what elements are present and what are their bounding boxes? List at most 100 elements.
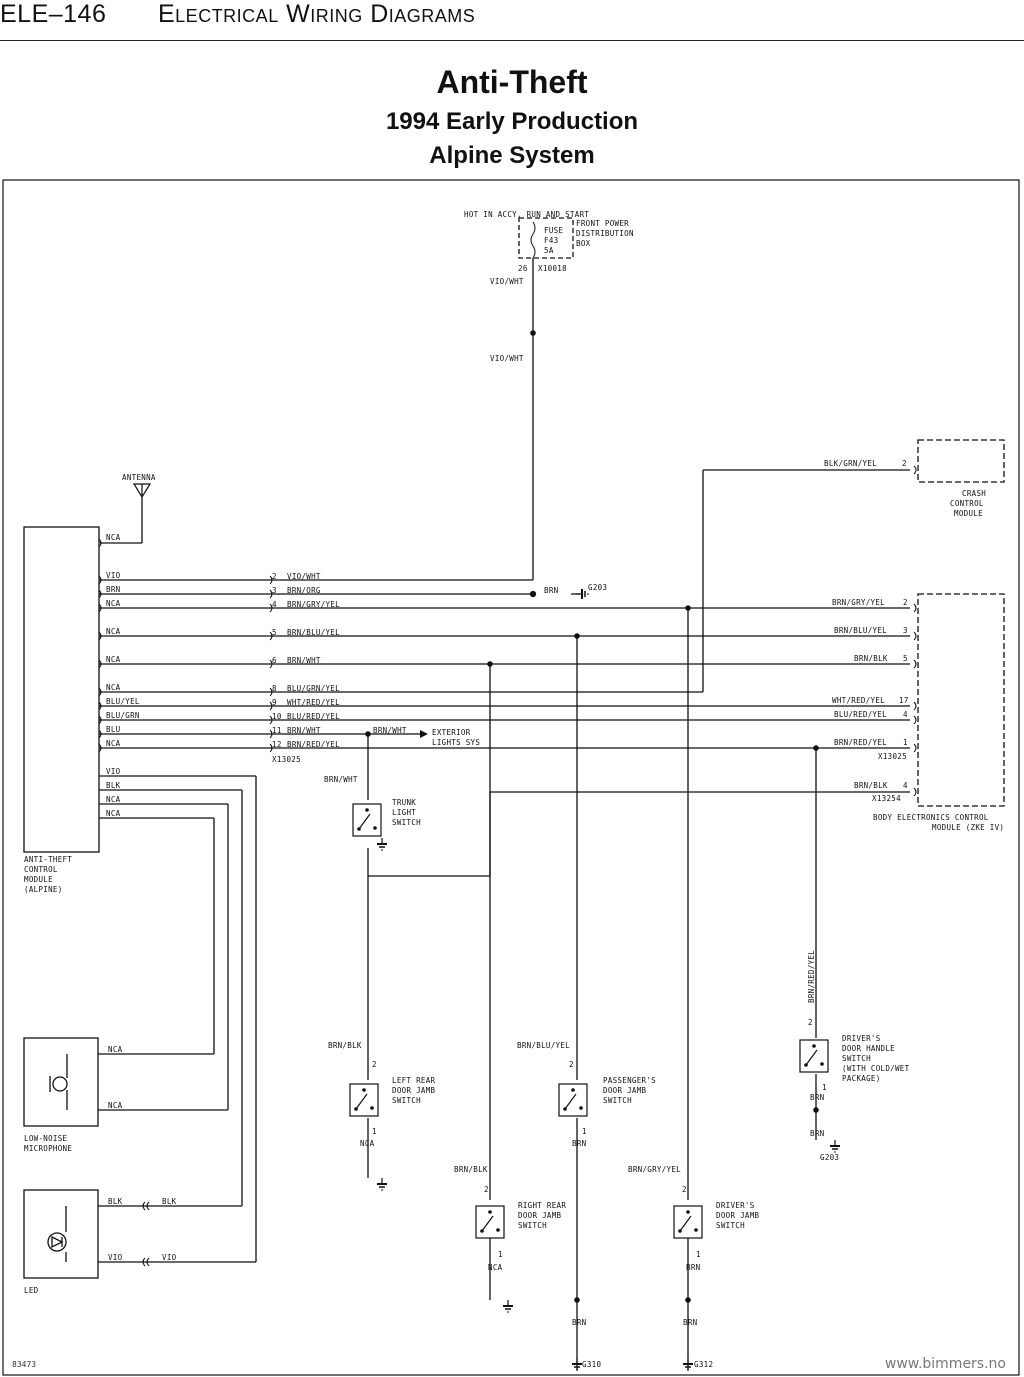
driver-handle-switch-label: SWITCH (842, 1054, 871, 1063)
pin-number: 1 (696, 1250, 701, 1259)
driver-handle-switch-label: DRIVER'S (842, 1034, 881, 1043)
microphone-label: MICROPHONE (24, 1144, 72, 1153)
wire-label: BRN/BLU/YEL (517, 1041, 570, 1050)
pin-number: 2 (808, 1018, 813, 1027)
pin-number: 2 (682, 1185, 687, 1194)
crash-module-box (917, 439, 1005, 483)
left-rear-switch-label: SWITCH (392, 1096, 421, 1105)
ground-label: G312 (694, 1360, 713, 1369)
exterior-lights-label: EXTERIOR (432, 728, 471, 737)
fuse-box-label: DISTRIBUTION (576, 229, 634, 238)
pin-number: 2 (903, 598, 908, 607)
wire-label: BLK (162, 1197, 177, 1206)
wire-label: BRN/WHT (373, 726, 407, 735)
anti-theft-module-label: ANTI-THEFT (24, 855, 72, 864)
driver-jamb-switch-label: SWITCH (716, 1221, 745, 1230)
wire-label: BRN (683, 1318, 697, 1327)
wire-label: NCA (106, 739, 121, 748)
wire-label: VIO/WHT (490, 354, 524, 363)
wire-label: BRN/BLK (854, 654, 888, 663)
driver-handle-switch-label: DOOR HANDLE (842, 1044, 895, 1053)
wire-label: BRN/BLU/YEL (834, 626, 887, 635)
right-rear-switch-label: RIGHT REAR (518, 1201, 566, 1210)
fuse-connector: X10018 (538, 264, 567, 273)
pin-number: 1 (903, 738, 908, 747)
wire-label: VIO/WHT (490, 277, 524, 286)
wire-label: VIO/WHT (287, 572, 321, 581)
wire-label: BRN (686, 1263, 700, 1272)
diagram-system: Alpine System (429, 142, 595, 169)
right-rear-switch-icon (475, 1205, 505, 1239)
wire-label: BLU/GRN (106, 711, 140, 720)
trunk-switch-label: TRUNK (392, 798, 416, 807)
zke-module-box (917, 593, 1005, 807)
wire-label: BRN (544, 586, 558, 595)
fuse-amp: 5A (544, 246, 554, 255)
wire-label: BRN/BLK (854, 781, 888, 790)
pin-number: 17 (899, 696, 909, 705)
driver-handle-switch-icon (799, 1039, 829, 1073)
pin-number: 2 (372, 1060, 377, 1069)
anti-theft-module-label: MODULE (24, 875, 53, 884)
wire-label: BRN/GRY/YEL (287, 600, 340, 609)
pin-number: 2 (902, 459, 907, 468)
diagram-title: Anti-Theft (436, 64, 588, 100)
passenger-switch-label: DOOR JAMB (603, 1086, 647, 1095)
wire-label: BLU/RED/YEL (287, 712, 340, 721)
wire-label: BRN/RED/YEL (834, 738, 887, 747)
section-code: ELE–146 (0, 0, 107, 28)
wire-label: NCA (106, 795, 121, 804)
wire-label: BRN (106, 585, 120, 594)
connector-label: X13025 (272, 755, 301, 764)
diagram-frame (2, 179, 1020, 1376)
pin-number: 1 (822, 1083, 827, 1092)
wire-label: BLU/RED/YEL (834, 710, 887, 719)
ground-icon (575, 588, 589, 600)
zke-module-label: MODULE (ZKE IV) (932, 823, 1004, 832)
fuse-box-outline (518, 217, 574, 259)
wire-label: NCA (488, 1263, 503, 1272)
wire-label: NCA (106, 683, 121, 692)
connector-label: X13254 (872, 794, 901, 803)
pin-number: 12 (272, 740, 282, 749)
pin-number: 2 (484, 1185, 489, 1194)
pin-number: 9 (272, 698, 277, 707)
wire-label: BRN/RED/YEL (287, 740, 340, 749)
wire-label: BRN (572, 1318, 586, 1327)
right-rear-switch-label: SWITCH (518, 1221, 547, 1230)
pin-number: 4 (272, 600, 277, 609)
pin-number: 5 (272, 628, 277, 637)
led-box (23, 1189, 99, 1279)
wire-label: BRN/WHT (287, 656, 321, 665)
wire-label: BRN/WHT (324, 775, 358, 784)
wire-label: BRN/GRY/YEL (628, 1165, 681, 1174)
wire-label: BLU/GRN/YEL (287, 684, 340, 693)
wire-label: WHT/RED/YEL (832, 696, 885, 705)
antenna-label: ANTENNA (122, 473, 156, 482)
crash-module-label: CRASH (962, 489, 986, 498)
pin-number: 1 (372, 1127, 377, 1136)
left-rear-switch-label: DOOR JAMB (392, 1086, 436, 1095)
wire-label: VIO (108, 1253, 123, 1262)
pin-number: 4 (903, 710, 908, 719)
wire-label: BRN (810, 1129, 824, 1138)
wire-label: BLU (106, 725, 120, 734)
ground-icon (376, 1177, 388, 1191)
diagram-subtitle: 1994 Early Production (385, 108, 639, 135)
trunk-switch-label: LIGHT (392, 808, 416, 817)
pin-number: 10 (272, 712, 282, 721)
wire-label: NCA (108, 1045, 123, 1054)
page-header: ELE–146 Electrical Wiring Diagrams (0, 0, 1024, 44)
wire-label: BRN/BLK (454, 1165, 488, 1174)
trunk-switch-icon (352, 803, 388, 851)
wire-label: BRN (810, 1093, 824, 1102)
pin-number: 5 (903, 654, 908, 663)
passenger-switch-label: PASSENGER'S (603, 1076, 656, 1085)
anti-theft-module-label: (ALPINE) (24, 885, 63, 894)
pin-number: 3 (903, 626, 908, 635)
fuse-pin: 26 (518, 264, 528, 273)
zke-module-label: BODY ELECTRONICS CONTROL (873, 813, 989, 822)
pin-number: 2 (569, 1060, 574, 1069)
microphone-box (23, 1037, 99, 1127)
